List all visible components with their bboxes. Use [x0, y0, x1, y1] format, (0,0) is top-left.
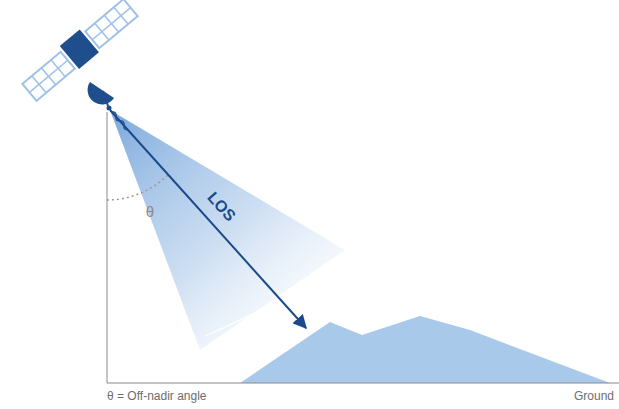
angle-legend-note: θ = Off-nadir angle — [107, 390, 207, 403]
satellite-body — [60, 29, 99, 69]
angle-symbol: θ — [146, 204, 154, 221]
wave-front — [205, 256, 340, 336]
satellite — [19, 0, 139, 103]
angle-arc — [107, 175, 168, 200]
antenna-dish — [88, 82, 114, 104]
wave-front — [218, 281, 362, 364]
ground-label: Ground — [574, 390, 614, 403]
wave-front — [212, 268, 352, 350]
ground-line — [107, 383, 619, 384]
nadir-line — [107, 112, 108, 383]
solar-panel — [22, 52, 74, 101]
los-arrow — [110, 110, 306, 328]
signal-wave — [111, 111, 130, 132]
solar-panel — [85, 0, 137, 48]
radar-beam — [110, 110, 345, 350]
antenna-tip — [107, 106, 112, 111]
antenna-feed — [103, 91, 108, 106]
